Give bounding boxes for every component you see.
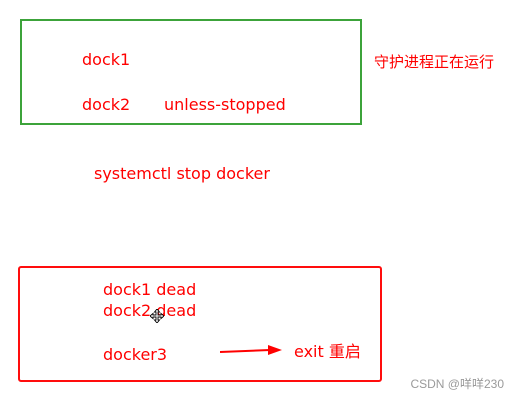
command-label: systemctl stop docker: [94, 164, 270, 183]
arrow-right-icon: [220, 345, 282, 355]
daemon-running-annotation: 守护进程正在运行: [374, 53, 495, 71]
move-cursor-icon: [150, 309, 164, 323]
dock2-label: dock2: [82, 95, 131, 114]
dock2-dead-label: dock2 dead: [103, 301, 197, 320]
stopped-containers-box: [18, 266, 382, 382]
exit-restart-label: exit 重启: [294, 342, 361, 361]
csdn-watermark: CSDN @咩咩230: [410, 377, 504, 391]
dock1-label: dock1: [82, 50, 131, 69]
dock1-dead-label: dock1 dead: [103, 280, 197, 299]
running-containers-box: [20, 19, 362, 125]
restart-policy-label: unless-stopped: [164, 95, 286, 114]
docker3-label: docker3: [103, 345, 168, 364]
